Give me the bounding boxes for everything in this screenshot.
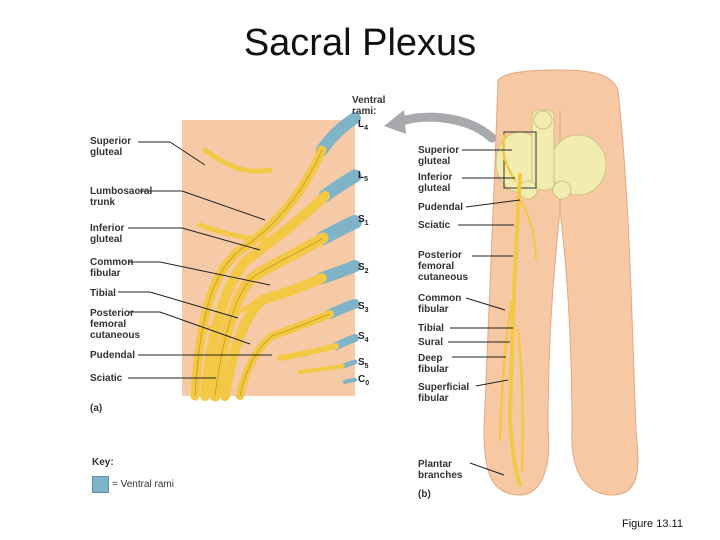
label-tibial-b: Tibial [418, 323, 444, 334]
figure-reference: Figure 13.11 [622, 518, 683, 530]
key-swatch [92, 476, 109, 493]
panel-b-leader-lines [448, 149, 521, 476]
key-title: Key: [92, 457, 114, 468]
label-inferior-gluteal-a: Inferior gluteal [90, 223, 125, 245]
label-pudendal-a: Pudendal [90, 350, 136, 361]
label-pudendal-b: Pudendal [418, 202, 464, 213]
label-common-fibular-b: Common fibular [418, 293, 462, 315]
root-label-l5: L5 [358, 170, 369, 183]
root-label-co: C0 [358, 374, 370, 387]
label-plantar-branches: Plantar branches [418, 459, 463, 481]
label-posterior-femoral-cutaneous-a: Posterior femoral cutaneous [90, 308, 141, 341]
root-label-s5: S5 [358, 357, 369, 370]
magnify-arrowhead [384, 110, 406, 134]
root-label-s4: S4 [358, 331, 369, 344]
ventral-rami-heading: Ventral rami: [352, 95, 386, 117]
key-item-label: = Ventral rami [112, 479, 174, 490]
magnify-arrow [393, 112, 497, 143]
root-label-s2: S2 [358, 262, 369, 275]
label-sciatic-b: Sciatic [418, 220, 451, 231]
root-label-s3: S3 [358, 301, 369, 314]
plexus-nerve-outlines [194, 149, 331, 397]
root-label-s1: S1 [358, 214, 369, 227]
label-posterior-femoral-cutaneous-b: Posterior femoral cutaneous [418, 250, 469, 283]
label-sciatic-a: Sciatic [90, 373, 123, 384]
slide-title: Sacral Plexus [243, 22, 477, 64]
label-tibial-a: Tibial [90, 288, 116, 299]
label-sural: Sural [418, 337, 444, 348]
label-superior-gluteal-b: Superior gluteal [418, 145, 460, 167]
label-common-fibular-a: Common fibular [90, 257, 134, 279]
panel-b-tag: (b) [418, 489, 431, 500]
panel-a-leader-lines [118, 141, 272, 379]
label-lumbosacral-trunk: Lumbosacral trunk [90, 186, 153, 208]
label-superficial-fibular: Superficial fibular [418, 382, 470, 404]
label-deep-fibular: Deep fibular [418, 353, 449, 375]
label-inferior-gluteal-b: Inferior gluteal [418, 172, 453, 194]
panel-a-tag: (a) [90, 403, 103, 414]
posterior-body [483, 69, 639, 496]
label-superior-gluteal-a: Superior gluteal [90, 136, 132, 158]
root-label-l4: L4 [358, 119, 369, 132]
